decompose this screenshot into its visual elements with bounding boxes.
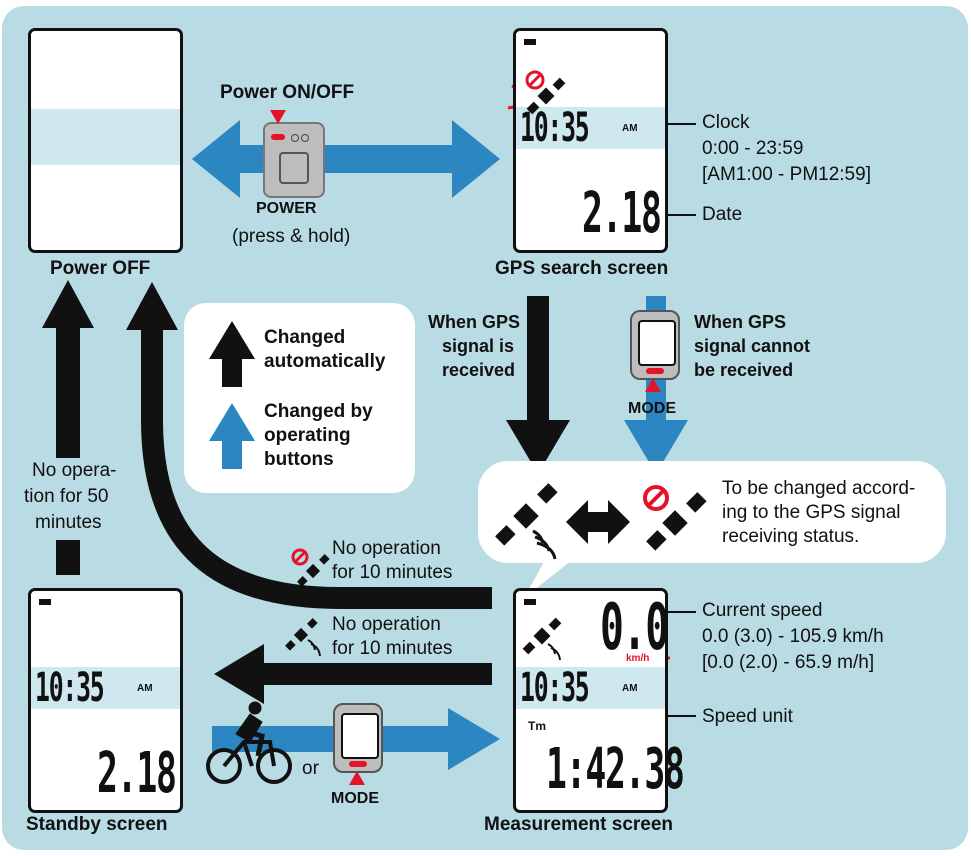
gps-screen-band — [516, 107, 665, 149]
clock-label: Clock — [702, 112, 750, 133]
gps-clock-display: 10:35 — [520, 105, 590, 151]
legend-arrows — [209, 321, 255, 469]
gps-status-line1: To be changed accord- — [722, 478, 916, 499]
standby-date-display: 2.18 — [97, 741, 177, 806]
or-label: or — [302, 758, 319, 779]
trip-time-display: 1:42.38 — [546, 737, 685, 802]
legend-auto-line2: automatically — [264, 351, 386, 372]
no-op-10a-line1: No operation — [332, 538, 441, 559]
standby-clock-display: 10:35 — [35, 665, 105, 711]
tm-label: Tm — [528, 719, 546, 733]
speed-range-km: 0.0 (3.0) - 105.9 km/h — [702, 626, 884, 647]
no-op-50-line2: tion for 50 — [24, 486, 109, 507]
no-op-50-line1: No opera- — [32, 460, 117, 481]
no-op-10a-line2: for 10 minutes — [332, 562, 453, 583]
speed-display: 0.0 — [600, 591, 669, 665]
standby-screen: 10:35 AM 2.18 — [28, 588, 183, 813]
gps-not-received-line1: When GPS — [694, 312, 787, 332]
no-op-10b-line1: No operation — [332, 614, 441, 635]
measurement-screen-band — [516, 667, 665, 709]
no-signal-small-icon — [291, 548, 330, 587]
power-button-label: POWER — [256, 200, 317, 217]
button-arrow-icon — [209, 403, 255, 469]
power-off-screen — [28, 28, 183, 253]
clock-range-12: [AM1:00 - PM12:59] — [702, 164, 871, 185]
gps-received-arrow — [506, 296, 570, 474]
no-op-10-curve-arrow — [126, 282, 492, 609]
measure-to-standby-arrow — [214, 644, 492, 704]
date-label: Date — [702, 204, 743, 225]
gps-date-display: 2.18 — [582, 181, 662, 246]
signal-small-icon — [285, 618, 321, 657]
speed-unit-label: Speed unit — [702, 706, 793, 727]
mode-device-bottom — [333, 703, 383, 773]
press-hold-label: (press & hold) — [232, 226, 351, 247]
standby-screen-band — [31, 667, 180, 709]
mode-device-screen — [638, 320, 676, 366]
battery-icon — [39, 599, 51, 605]
gps-status-line3: receiving status. — [722, 526, 860, 547]
device-clip — [279, 152, 309, 184]
device-led-2 — [301, 134, 309, 142]
power-device — [263, 122, 325, 198]
measurement-screen: 0.0 km/h 10:35 AM Tm 1:42.38 — [513, 588, 685, 813]
cyclist-icon — [206, 701, 292, 784]
mode-button[interactable] — [646, 368, 664, 374]
am-indicator: AM — [622, 683, 638, 694]
gps-received-line3: received — [442, 360, 516, 380]
gps-not-received-line2: signal cannot — [694, 336, 811, 356]
gps-status-line2: ing to the GPS signal — [722, 502, 901, 523]
current-speed-label: Current speed — [702, 600, 823, 621]
clock-range-24: 0:00 - 23:59 — [702, 138, 804, 159]
gps-not-received-line3: be received — [694, 360, 794, 380]
power-off-band — [31, 109, 180, 165]
mode-label-bottom: MODE — [331, 790, 379, 807]
speed-range-m: [0.0 (2.0) - 65.9 m/h] — [702, 652, 875, 673]
mode-label-top: MODE — [628, 400, 676, 417]
battery-icon — [524, 39, 536, 45]
mode-button[interactable] — [349, 761, 367, 767]
standby-title: Standby screen — [26, 814, 168, 835]
no-op-50-line3: minutes — [35, 512, 102, 533]
power-off-title: Power OFF — [50, 258, 151, 279]
auto-arrow-icon — [209, 321, 255, 387]
power-button[interactable] — [271, 134, 285, 140]
speed-unit-indicator: km/h — [626, 653, 650, 664]
legend-buttons-line2: operating — [264, 425, 351, 446]
measurement-title: Measurement screen — [484, 814, 674, 835]
gps-received-line2: signal is — [442, 336, 515, 356]
am-indicator: AM — [137, 683, 153, 694]
legend-auto-line1: Changed — [264, 327, 346, 348]
power-on-off-label: Power ON/OFF — [220, 82, 355, 103]
gps-search-screen: 10:35 AM 2.18 — [513, 28, 668, 253]
measure-clock-display: 10:35 — [520, 665, 590, 711]
device-led-1 — [291, 134, 299, 142]
no-op-50-arrow — [42, 280, 94, 575]
no-op-10b-line2: for 10 minutes — [332, 638, 453, 659]
power-double-arrow — [192, 120, 500, 198]
legend-buttons-line3: buttons — [264, 449, 334, 470]
mode-device-screen — [341, 713, 379, 759]
gps-received-line1: When GPS — [428, 312, 521, 332]
mode-device-top — [630, 310, 680, 380]
gps-search-title: GPS search screen — [495, 258, 669, 279]
legend-box: Changed automatically Changed by operati… — [184, 303, 415, 493]
legend-buttons-line1: Changed by — [264, 401, 373, 422]
am-indicator: AM — [622, 123, 638, 134]
battery-icon — [524, 599, 536, 605]
